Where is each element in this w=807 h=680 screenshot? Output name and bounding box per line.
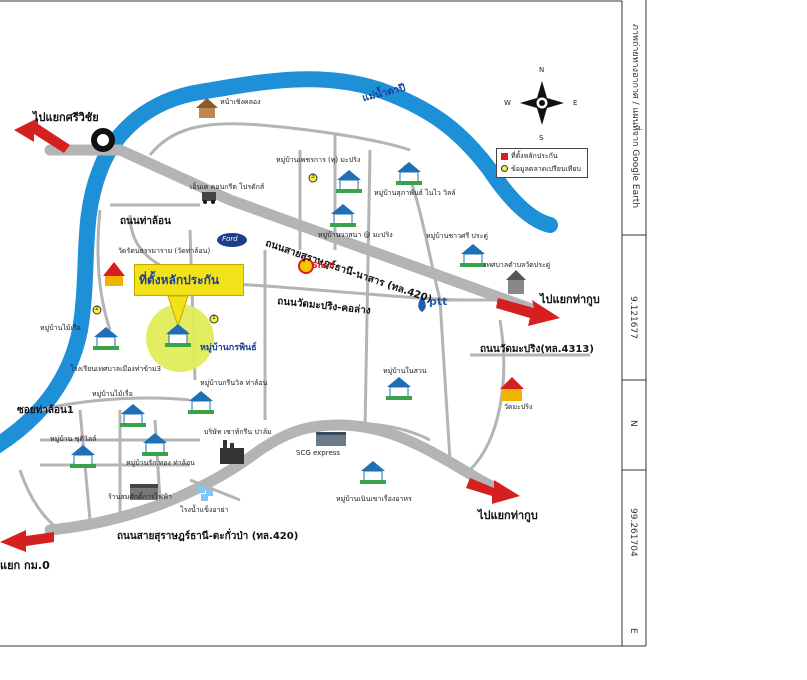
legend: ที่ตั้งหลักประกัน ข้อมูลตลาดเปรียบเทียบ [496, 148, 588, 178]
sidebar-source: ภาพถ่ายทางอากาศ / แผนที่จาก Google Earth [630, 24, 640, 209]
house-icon [336, 169, 362, 193]
house-icon [386, 376, 412, 400]
compass-w: W [504, 99, 511, 107]
place-village-maisue: หมู่บ้านไม้เรื่อ [92, 390, 133, 398]
sidebar-lat-dir: N [628, 420, 638, 427]
factory-icon [220, 440, 244, 464]
truck-icon [202, 192, 216, 204]
house-icon [330, 203, 356, 227]
place-village-wasana: หมู่บ้านวาสนา @ มะปริง [318, 231, 393, 239]
dest-south-west: แยก กม.0 [0, 559, 50, 572]
house-icon [165, 323, 191, 347]
legend-site-swatch [501, 153, 508, 160]
road-soi-thalon1: ซอยท่าล้อน1 [17, 405, 74, 416]
house-icon [188, 390, 214, 414]
place-ban-laem: หน้าเชิงคลอง [220, 98, 261, 106]
temple-icon [103, 262, 125, 286]
brand-ptt: ptt [429, 295, 448, 308]
place-wat-maprang: วัดมะปริง [504, 403, 533, 411]
compass-rose [520, 81, 564, 125]
place-school: โรงเรียนเทศบาลเมืองท่าข้าม3 [70, 365, 162, 373]
shell-logo-icon [298, 258, 314, 274]
place-village-chuwit: หมู่บ้าน ชุติวิลล์ [50, 435, 97, 443]
house-icon [120, 403, 146, 427]
site-callout-text: ที่ตั้งหลักประกัน [139, 273, 220, 287]
temple-icon-2 [500, 377, 524, 401]
place-nolan: เอ็นเค คอนกรีต โปรดักส์ [190, 183, 265, 191]
place-village-left: หมู่บ้านไม้เรือ [40, 324, 81, 332]
hut-icon [196, 98, 218, 118]
place-company: บริษัท เซาท์กรีน ปาล์ม [204, 428, 272, 436]
place-shop: ร้านสมศักดิ์การไฟฟ้า [108, 493, 172, 501]
direction-arrows [0, 118, 560, 552]
marker-two: 2 [95, 305, 99, 312]
marker-three: 3 [311, 173, 315, 180]
shop-icon [130, 484, 158, 500]
ice-icon [198, 486, 213, 501]
place-village-sampan: หมู่บ้านรัก.ทอง ท่าล้อน [126, 459, 195, 467]
house-icon [142, 432, 168, 456]
place-ice-factory: โรงน้ำแข็งอาย่า [180, 506, 229, 514]
legend-market-label: ข้อมูลตลาดเปรียบเทียบ [511, 165, 581, 173]
river [0, 71, 558, 454]
place-village-green: หมู่บ้านกรีนวิล ท่าล้อน [200, 379, 268, 387]
legend-site-label: ที่ตั้งหลักประกัน [511, 152, 558, 160]
road-thalon: ถนนท่าล้อน [120, 216, 171, 227]
place-scg: SCG express [296, 449, 341, 457]
house-icon [396, 161, 422, 185]
road-highway-lower: ถนนสายสุราษฎร์ธานี-ตะกั่วป่า (ทล.420) [117, 531, 299, 542]
road-wat-maprang-4313: ถนนวัดมะปริง(ทล.4313) [480, 344, 594, 355]
compass-e: E [573, 99, 578, 107]
place-village-nern: หมู่บ้านเนินเขาเรื่องอาหร [336, 495, 412, 503]
restaurant-icon [91, 128, 115, 152]
main-roads [44, 144, 546, 536]
legend-market-swatch [501, 165, 508, 172]
tesaban-building-icon [506, 270, 526, 294]
dest-east-lower: ไปแยกท่ากูบ [478, 509, 538, 522]
house-icon [360, 460, 386, 484]
place-wat-thammaram: วัดรัตนธรรมาราม (วัดท่าล้อน) [118, 247, 211, 255]
house-icon [460, 243, 486, 267]
dest-north-west: ไปแยกศรีวิชัย [33, 111, 99, 124]
sidebar-lon: 99.261704 [628, 508, 638, 557]
dest-east-upper: ไปแยกท่ากูบ [540, 293, 600, 306]
local-roads [18, 122, 590, 532]
sidebar-lon-dir: E [628, 628, 638, 634]
ford-logo-icon [217, 233, 247, 247]
compass-s: S [539, 134, 544, 142]
house-icon [70, 444, 96, 468]
comparison-markers [92, 173, 318, 324]
marker-one: 1 [212, 314, 216, 321]
ptt-logo-icon [418, 296, 426, 312]
site-callout: ที่ตั้งหลักประกัน [134, 264, 244, 296]
brand-ford: Ford [222, 235, 238, 243]
house-icon [93, 326, 119, 350]
scg-warehouse-icon [316, 432, 346, 446]
place-village-kao-lang: หมู่บ้านสุภาพันธ์ ไนไว วิลล์ [374, 189, 456, 197]
place-village-phetchakan: หมู่บ้านเพชรการ (ทุ) มะปริง [276, 156, 361, 164]
compass-n: N [539, 66, 545, 74]
place-village-charoen: หมู่บ้านชาวศรี ประตู่ [426, 232, 488, 240]
sidebar-lat: 9.121677 [628, 296, 638, 339]
place-tesaban: เทศบาลตำบลวัดประดู่ [484, 261, 551, 269]
brand-shell: Shell [312, 261, 335, 270]
place-project: หมู่บ้านกรพินธ์ [200, 343, 257, 353]
place-village-nai-suan: หมู่บ้านในสวน [383, 367, 427, 375]
